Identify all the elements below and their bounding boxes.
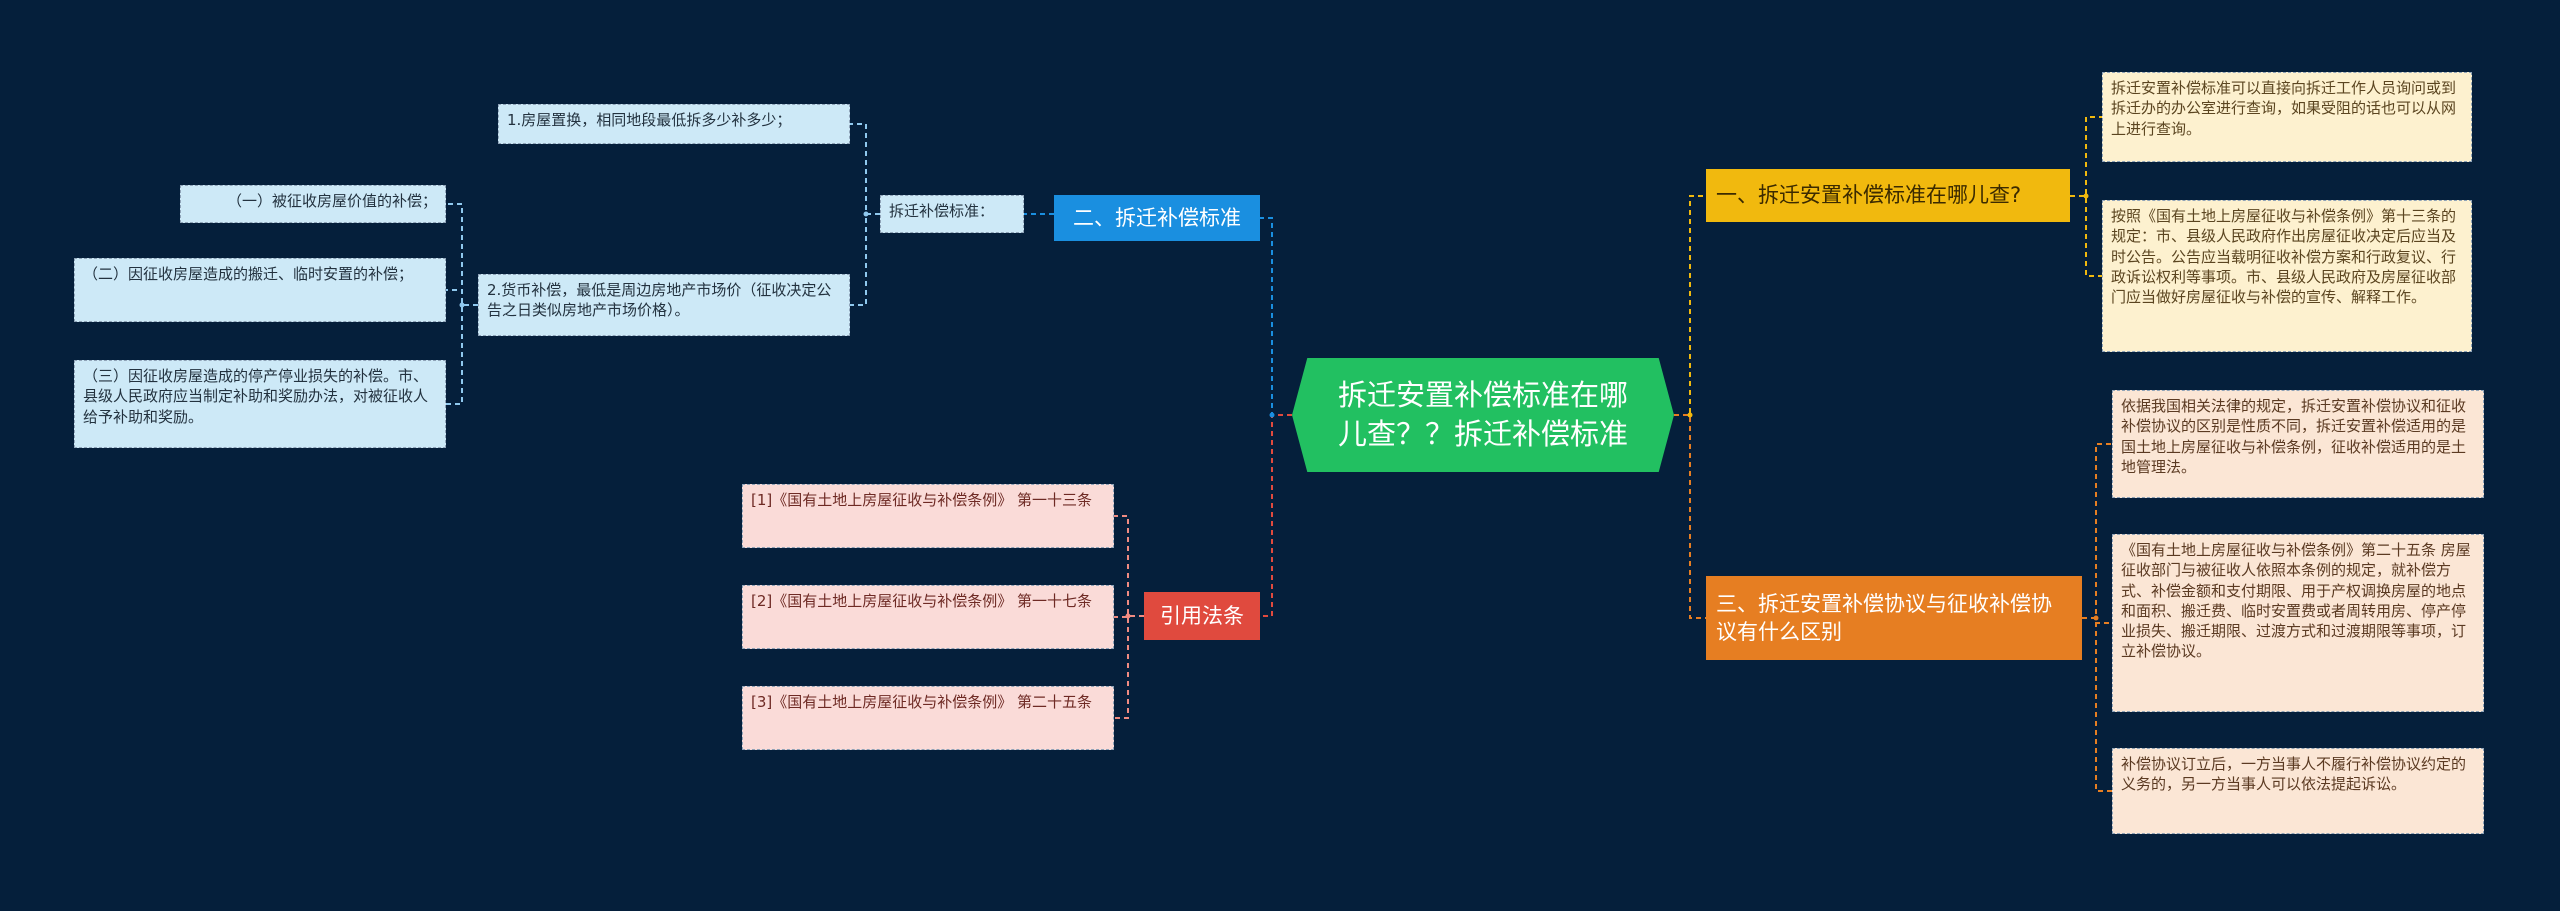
link-joint-dot-4 — [1125, 613, 1131, 619]
link-joint-dot-1 — [1687, 412, 1693, 418]
standard-label-node[interactable]: 拆迁补偿标准： — [880, 195, 1024, 233]
link-diff-3 — [2082, 617, 2112, 792]
link-where-1 — [2070, 116, 2102, 197]
branch-where-to-check-label: 一、拆迁安置补偿标准在哪儿查? — [1716, 183, 2022, 208]
center-topic-text: 拆迁安置补偿标准在哪儿查？？拆迁补偿标准 — [1337, 377, 1628, 451]
standard-item-2-child-3[interactable]: （三）因征收房屋造成的停产停业损失的补偿。市、县级人民政府应当制定补助和奖励办法… — [74, 360, 446, 448]
law-item-3[interactable]: [3]《国有土地上房屋征收与补偿条例》 第二十五条 — [742, 686, 1114, 750]
diff-item-2[interactable]: 《国有土地上房屋征收与补偿条例》第二十五条 房屋征收部门与被征收人依照本条例的规… — [2112, 534, 2484, 712]
link-joint-dot-2 — [863, 211, 869, 217]
link-center-standard — [1260, 217, 1292, 416]
branch-compensation-standard-label: 二、拆迁补偿标准 — [1073, 205, 1241, 230]
diff-item-3[interactable]: 补偿协议订立后，一方当事人不履行补偿协议约定的义务的，另一方当事人可以依法提起诉… — [2112, 748, 2484, 834]
law-item-2-text: [2]《国有土地上房屋征收与补偿条例》 第一十七条 — [751, 592, 1093, 610]
where-item-1-text: 拆迁安置补偿标准可以直接向拆迁工作人员询问或到拆迁办的办公室进行查询，如果受阻的… — [2111, 79, 2457, 138]
where-item-2-text: 按照《国有土地上房屋征收与补偿条例》第十三条的规定：市、县级人民政府作出房屋征收… — [2111, 207, 2457, 306]
branch-cited-law[interactable]: 引用法条 — [1144, 592, 1260, 640]
link-center-diff — [1674, 414, 1706, 619]
center-topic[interactable]: 拆迁安置补偿标准在哪儿查？？拆迁补偿标准 — [1292, 358, 1674, 472]
link-diff-1 — [2082, 443, 2112, 619]
link-joint-dot-6 — [2093, 615, 2099, 621]
standard-item-2-child-2[interactable]: （二）因征收房屋造成的搬迁、临时安置的补偿； — [74, 258, 446, 322]
branch-where-to-check[interactable]: 一、拆迁安置补偿标准在哪儿查? — [1706, 169, 2070, 222]
standard-item-2[interactable]: 2.货币补偿，最低是周边房地产市场价（征收决定公告之日类似房地产市场价格）。 — [478, 274, 850, 336]
branch-compensation-standard[interactable]: 二、拆迁补偿标准 — [1054, 195, 1260, 241]
link-item2-child2 — [446, 289, 478, 306]
standard-item-2-text: 2.货币补偿，最低是周边房地产市场价（征收决定公告之日类似房地产市场价格）。 — [487, 281, 832, 320]
law-item-1[interactable]: [1]《国有土地上房屋征收与补偿条例》 第一十三条 — [742, 484, 1114, 548]
standard-item-2-child-2-text: （二）因征收房屋造成的搬迁、临时安置的补偿； — [83, 265, 414, 283]
link-item2-child3 — [446, 304, 478, 405]
diff-item-3-text: 补偿协议订立后，一方当事人不履行补偿协议约定的义务的，另一方当事人可以依法提起诉… — [2121, 755, 2467, 794]
law-item-2[interactable]: [2]《国有土地上房屋征收与补偿条例》 第一十七条 — [742, 585, 1114, 649]
link-where-2 — [2070, 195, 2102, 277]
link-label-item1 — [850, 123, 880, 215]
standard-item-2-child-1[interactable]: （一）被征收房屋价值的补偿； — [180, 185, 446, 223]
standard-item-2-child-3-text: （三）因征收房屋造成的停产停业损失的补偿。市、县级人民政府应当制定补助和奖励办法… — [83, 367, 429, 426]
branch-agreement-difference-label: 三、拆迁安置补偿协议与征收补偿协议有什么区别 — [1716, 591, 2052, 644]
branch-cited-law-label: 引用法条 — [1160, 603, 1244, 628]
link-center-law — [1260, 414, 1292, 617]
link-label-item2 — [850, 213, 880, 306]
diff-item-1-text: 依据我国相关法律的规定，拆迁安置补偿协议和征收补偿协议的区别是性质不同，拆迁安置… — [2121, 397, 2467, 476]
standard-label-text: 拆迁补偿标准： — [889, 202, 995, 220]
link-law-3 — [1114, 615, 1144, 719]
diff-item-2-text: 《国有土地上房屋征收与补偿条例》第二十五条 房屋征收部门与被征收人依照本条例的规… — [2121, 541, 2471, 661]
standard-item-1-text: 1.房屋置换，相同地段最低拆多少补多少； — [507, 111, 792, 129]
link-joint-dot-5 — [2083, 193, 2089, 199]
diff-item-1[interactable]: 依据我国相关法律的规定，拆迁安置补偿协议和征收补偿协议的区别是性质不同，拆迁安置… — [2112, 390, 2484, 498]
link-diff-2 — [2082, 617, 2112, 624]
law-item-3-text: [3]《国有土地上房屋征收与补偿条例》 第二十五条 — [751, 693, 1093, 711]
standard-item-1[interactable]: 1.房屋置换，相同地段最低拆多少补多少； — [498, 104, 850, 144]
where-item-2[interactable]: 按照《国有土地上房屋征收与补偿条例》第十三条的规定：市、县级人民政府作出房屋征收… — [2102, 200, 2472, 352]
link-law-1 — [1114, 515, 1144, 617]
link-item2-child1 — [446, 203, 478, 306]
where-item-1[interactable]: 拆迁安置补偿标准可以直接向拆迁工作人员询问或到拆迁办的办公室进行查询，如果受阻的… — [2102, 72, 2472, 162]
link-joint-dot-0 — [1269, 412, 1275, 418]
standard-item-2-child-1-text: （一）被征收房屋价值的补偿； — [226, 192, 437, 210]
branch-agreement-difference[interactable]: 三、拆迁安置补偿协议与征收补偿协议有什么区别 — [1706, 576, 2082, 660]
link-joint-dot-3 — [459, 302, 465, 308]
law-item-1-text: [1]《国有土地上房屋征收与补偿条例》 第一十三条 — [751, 491, 1093, 509]
link-center-where — [1674, 195, 1706, 416]
